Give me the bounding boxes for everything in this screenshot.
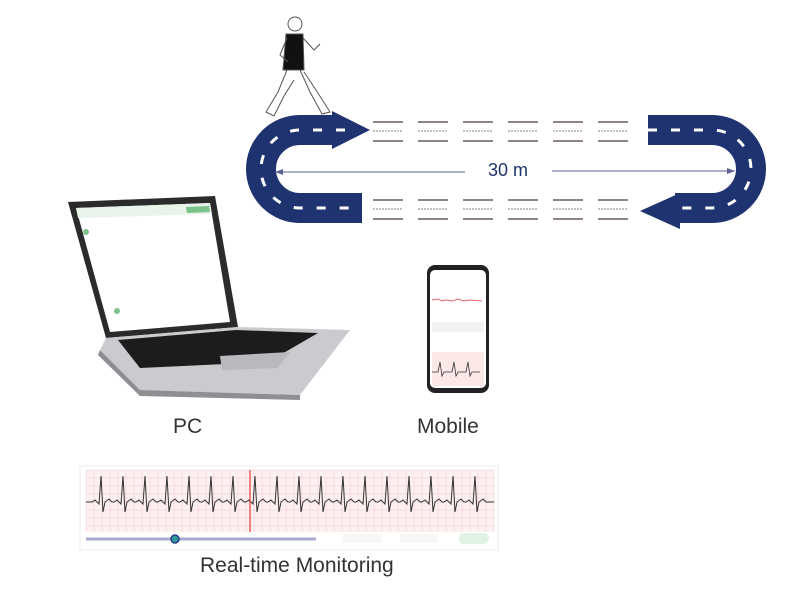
slider-handle[interactable]	[170, 534, 180, 544]
mobile-phone-illustration	[427, 265, 489, 393]
mobile-label: Mobile	[417, 415, 479, 438]
pc-label: PC	[173, 415, 203, 438]
ecg-strip	[79, 465, 499, 551]
speed-select[interactable]	[342, 534, 382, 543]
laptop-illustration	[68, 196, 350, 400]
play-button[interactable]	[459, 533, 489, 544]
monitoring-label: Real-time Monitoring	[200, 554, 394, 577]
track	[246, 111, 766, 229]
distance-label: 30 m	[488, 160, 529, 180]
gain-select[interactable]	[400, 534, 438, 543]
runner-figure	[265, 16, 331, 117]
